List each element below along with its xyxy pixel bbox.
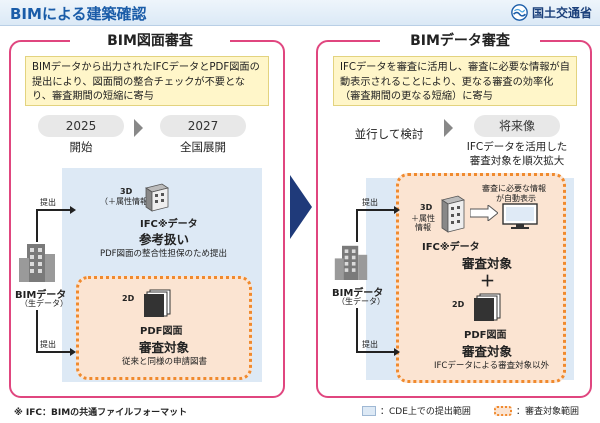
left-connector-bottom xyxy=(36,351,70,353)
right-timeline-label2a: IFCデータを活用した xyxy=(466,141,568,153)
center-arrow-icon xyxy=(290,175,312,239)
right-auto-display-label1: 審査に必要な情報 xyxy=(482,184,546,193)
left-ifc-note: PDF図面の整合性担保のため提出 xyxy=(100,249,228,259)
left-timeline-label2: 全国展開 xyxy=(180,140,226,154)
right-pdf-note: IFCデータによる審査対象以外 xyxy=(434,361,550,371)
left-description: BIMデータから出力されたIFCデータとPDF図面の提出により、図面間の整合チェ… xyxy=(25,56,269,106)
left-pdf-note: 従来と同様の申請図書 xyxy=(122,357,208,367)
right-ifc-3d: 3D xyxy=(420,203,433,212)
legend-review: ：審査対象範囲 xyxy=(494,404,579,417)
left-timeline-year1: 2025 xyxy=(38,115,124,137)
monitor-icon xyxy=(502,203,538,229)
left-arrow-top-icon xyxy=(70,206,76,214)
left-pdf-stack-icon xyxy=(144,289,171,317)
right-connector-bottom xyxy=(356,351,396,353)
left-connector-down xyxy=(36,310,38,352)
right-timeline-label1: 並行して検討 xyxy=(354,127,424,141)
header-bar xyxy=(0,0,600,26)
left-ifc-name: IFC※データ xyxy=(140,219,198,230)
left-pdf-2d: 2D xyxy=(122,294,135,303)
left-connector-top xyxy=(36,209,70,211)
right-description: IFCデータを審査に活用し、審査に必要な情報が自動表示されることにより、更なる審… xyxy=(333,56,577,106)
right-connector-up xyxy=(356,209,358,242)
right-timeline-year2: 将来像 xyxy=(474,115,560,137)
footnote: ※ IFC：BIMの共通ファイルフォーマット xyxy=(14,408,188,418)
left-ifc-attr: （＋属性情報） xyxy=(100,197,156,206)
right-submit-bottom: 提出 xyxy=(362,340,378,349)
right-pdf-role: 審査対象 xyxy=(462,344,513,359)
right-ifc-attr1: ＋属性 xyxy=(411,214,435,223)
left-ifc-3d: 3D xyxy=(120,187,133,196)
right-auto-arrow-icon xyxy=(470,205,498,221)
left-pdf-role: 審査対象 xyxy=(139,340,190,355)
right-pdf-stack-icon xyxy=(474,293,501,321)
left-bim-sublabel: （生データ） xyxy=(20,299,68,308)
legend-blue-label: ：CDE上での提出範囲 xyxy=(380,407,471,417)
left-timeline-chevron-icon xyxy=(134,119,143,137)
left-panel-title: BIM図面審査 xyxy=(70,30,230,52)
legend-blue-swatch xyxy=(362,405,376,416)
left-submit-top: 提出 xyxy=(40,198,56,207)
left-arrow-bottom-icon xyxy=(70,348,76,356)
right-arrow-bottom-icon xyxy=(394,348,400,356)
right-ifc-attr2: 情報 xyxy=(415,223,431,232)
left-connector-up xyxy=(36,209,38,242)
right-plus: ＋ xyxy=(480,272,496,290)
right-timeline-label2b: 審査対象を順次拡大 xyxy=(469,155,565,167)
left-submit-bottom: 提出 xyxy=(40,340,56,349)
right-bim-label: BIMデータ xyxy=(332,288,384,299)
legend-orange-label: ：審査対象範囲 xyxy=(516,407,580,417)
right-timeline-chevron-icon xyxy=(444,119,453,137)
left-ifc-3d-icon xyxy=(145,183,169,212)
right-pdf-name: PDF図面 xyxy=(464,330,507,341)
right-auto-display-label2: が自動表示 xyxy=(496,194,536,203)
legend-orange-swatch xyxy=(494,405,512,416)
right-submit-top: 提出 xyxy=(362,198,378,207)
right-ifc-3d-icon xyxy=(441,195,465,233)
right-panel-title: BIMデータ審査 xyxy=(380,30,540,52)
ministry-name: 国土交通省 xyxy=(531,6,592,20)
right-bim-sublabel: （生データ） xyxy=(337,297,385,306)
right-pdf-2d: 2D xyxy=(452,300,465,309)
ministry-brand: 国土交通省 xyxy=(511,4,592,21)
page-title: BIMによる建築確認 xyxy=(10,5,147,23)
left-bim-label: BIMデータ xyxy=(15,290,67,301)
legend-cde: ：CDE上での提出範囲 xyxy=(362,404,471,417)
left-pdf-name: PDF図面 xyxy=(140,326,183,337)
right-bim-building-icon xyxy=(334,245,368,280)
right-connector-top xyxy=(356,209,396,211)
left-bim-building-icon xyxy=(19,244,55,282)
left-ifc-role: 参考扱い xyxy=(139,232,190,247)
left-timeline-year2: 2027 xyxy=(160,115,246,137)
right-ifc-role: 審査対象 xyxy=(462,256,513,271)
ministry-logo-icon xyxy=(511,4,528,21)
right-arrow-top-icon xyxy=(394,206,400,214)
right-ifc-name: IFC※データ xyxy=(422,242,480,253)
right-connector-down xyxy=(356,308,358,352)
left-timeline-label1: 開始 xyxy=(69,140,93,154)
